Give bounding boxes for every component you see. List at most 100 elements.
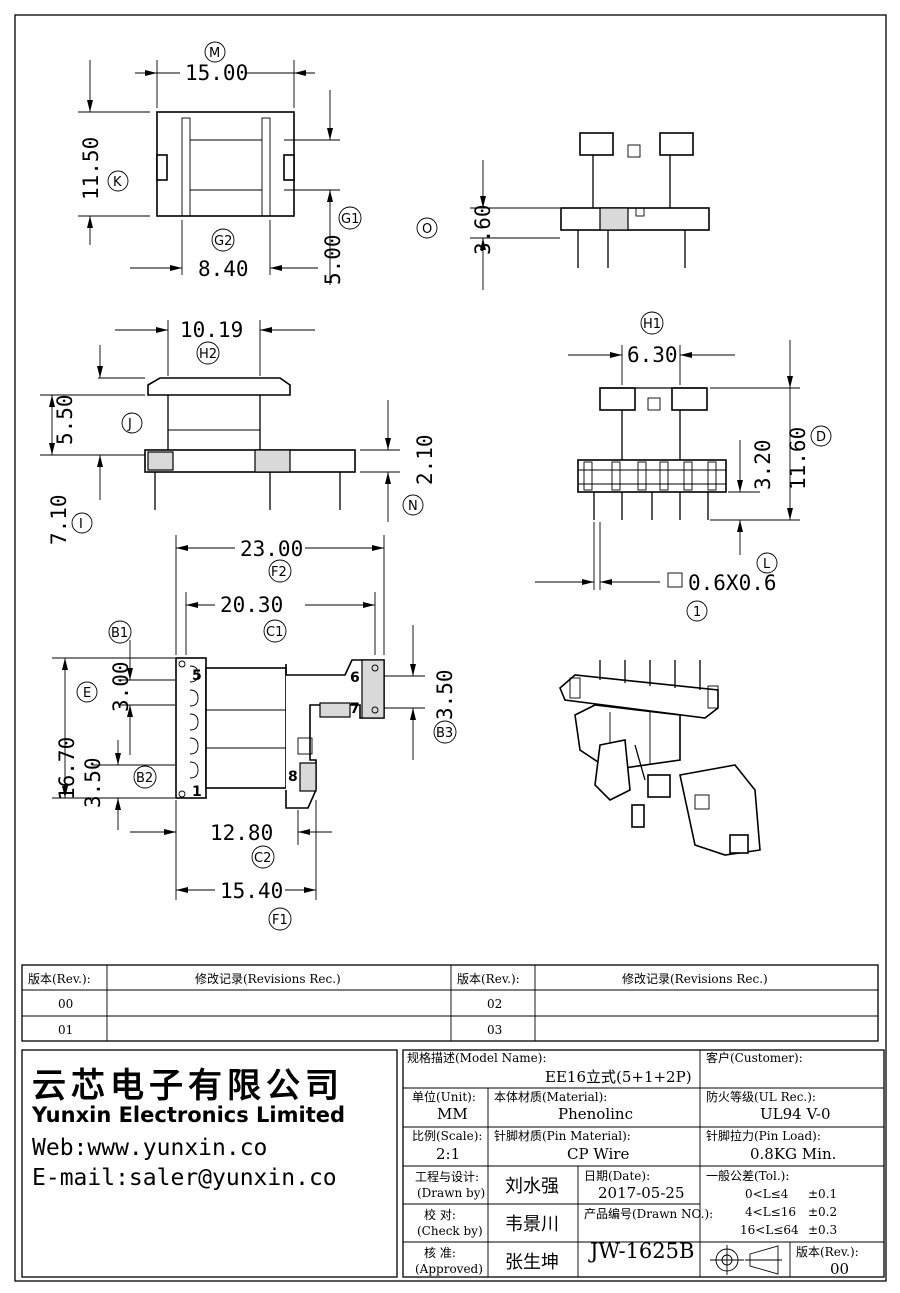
- date-value: 2017-05-25: [598, 1184, 684, 1202]
- dim-h1-value: 6.30: [627, 343, 678, 367]
- unit-value: MM: [437, 1105, 468, 1123]
- pin-material-value: CP Wire: [567, 1145, 629, 1163]
- bottom-view: 5 1 6 7 8 23.00 20.30 16.70 3.00: [52, 535, 457, 903]
- dim-f1-value: 15.40: [220, 879, 283, 903]
- isometric-view: [559, 660, 761, 856]
- dim-o-value: 3.60: [471, 204, 495, 255]
- pin-5: 5: [192, 668, 202, 684]
- dim-g1-value: 5.00: [321, 234, 345, 285]
- label-d: D: [816, 430, 826, 445]
- approved-label-cn: 核 准:: [424, 1246, 456, 1260]
- company-email: E-mail:saler@yunxin.co: [32, 1165, 337, 1191]
- top-view: 15.00 11.50 5.00 8.40: [78, 60, 345, 285]
- dim-m-value: 15.00: [185, 61, 248, 85]
- label-g1: G1: [341, 212, 359, 227]
- approved-by-value: 张生坤: [505, 1252, 559, 1273]
- pin-8: 8: [288, 769, 298, 785]
- projection-symbol-icon: [710, 1245, 782, 1275]
- drawn-label-cn: 工程与设计:: [415, 1169, 479, 1184]
- pin-6: 6: [350, 670, 360, 686]
- dim-n-value: 2.10: [413, 434, 437, 485]
- rec-head-right: 修改记录(Revisions Rec.): [622, 971, 768, 986]
- rev-row-0-left: 00: [58, 997, 73, 1011]
- label-b1: B1: [111, 626, 128, 641]
- unit-label: 单位(Unit):: [412, 1089, 476, 1104]
- pin-load-value: 0.8KG Min.: [750, 1145, 836, 1163]
- label-j: J: [127, 417, 132, 432]
- company-web: Web:www.yunxin.co: [32, 1135, 267, 1161]
- label-c1: C1: [266, 625, 283, 640]
- rev-head-left: 版本(Rev.):: [28, 972, 91, 986]
- dim-j-value: 5.50: [53, 394, 77, 445]
- rev-row-1-left: 01: [58, 1023, 73, 1037]
- pin-7: 7: [350, 701, 360, 717]
- label-b3: B3: [436, 726, 453, 741]
- scale-value: 2:1: [436, 1145, 460, 1163]
- rev-row-1-right: 03: [487, 1023, 502, 1037]
- label-e: E: [83, 686, 91, 701]
- ul-value: UL94 V-0: [760, 1105, 831, 1123]
- dim-c1-value: 20.30: [220, 593, 283, 617]
- tol-range-1: 4<L≤16: [745, 1205, 796, 1219]
- label-l: L: [763, 557, 771, 572]
- rec-head-left: 修改记录(Revisions Rec.): [195, 971, 341, 986]
- dim-b3-value: 3.50: [433, 669, 457, 720]
- rev-label: 版本(Rev.):: [796, 1245, 859, 1259]
- drawn-no-label: 产品编号(Drawn NO.):: [584, 1206, 713, 1221]
- dim-b2-value: 3.50: [81, 757, 105, 808]
- label-i: I: [79, 517, 83, 532]
- side-view-o: 3.60: [470, 132, 710, 290]
- tol-value-2: ±0.3: [808, 1223, 837, 1237]
- dim-e-value: 3.00: [109, 661, 133, 712]
- date-label: 日期(Date):: [584, 1169, 650, 1183]
- side-view-h1: 6.30 11.60 3.20 0.6X0.6: [535, 340, 810, 595]
- label-g2: G2: [214, 234, 232, 249]
- check-by-value: 韦景川: [505, 1214, 559, 1235]
- tol-range-0: 0<L≤4: [745, 1187, 789, 1201]
- scale-label: 比例(Scale):: [412, 1129, 482, 1143]
- check-label-en: (Check by): [417, 1224, 483, 1238]
- drawing-border: [14, 14, 887, 1282]
- dim-g2-value: 8.40: [198, 257, 249, 281]
- company-block: 云芯电子有限公司 Yunxin Electronics Limited Web:…: [21, 1049, 398, 1278]
- ul-label: 防火等级(UL Rec.):: [706, 1089, 816, 1104]
- company-name-cn: 云芯电子有限公司: [32, 1066, 344, 1106]
- tol-value-1: ±0.2: [808, 1205, 837, 1219]
- dim-l-value: 0.6X0.6: [688, 571, 777, 595]
- rev-value: 00: [830, 1260, 849, 1278]
- dim-d-sub-value: 3.20: [751, 439, 775, 490]
- label-c2: C2: [254, 851, 271, 866]
- drawn-label-en: (Drawn by): [417, 1186, 485, 1200]
- company-name-en: Yunxin Electronics Limited: [31, 1103, 345, 1127]
- label-f1: F1: [272, 913, 288, 928]
- label-o: O: [422, 222, 432, 237]
- pin-material-label: 针脚材质(Pin Material):: [494, 1128, 631, 1143]
- front-view-h2: 10.19 5.50 7.10 2.10: [40, 318, 437, 545]
- rev-head-right: 版本(Rev.):: [457, 972, 520, 986]
- customer-label: 客户(Customer):: [706, 1050, 803, 1065]
- title-block: 规格描述(Model Name): EE16立式(5+1+2P) 客户(Cust…: [402, 1049, 885, 1278]
- dim-h2-value: 10.19: [180, 318, 243, 342]
- rev-row-0-right: 02: [487, 997, 502, 1011]
- label-n: N: [408, 499, 418, 514]
- approved-label-en: (Approved): [415, 1262, 483, 1276]
- label-b2: B2: [136, 771, 153, 786]
- label-one: 1: [693, 605, 701, 620]
- label-f2: F2: [271, 565, 287, 580]
- check-label-cn: 校 对:: [424, 1207, 456, 1222]
- dim-d-value: 11.60: [786, 427, 810, 490]
- tol-label: 一般公差(Tol.):: [706, 1168, 789, 1183]
- pin-1: 1: [192, 784, 202, 800]
- material-value: Phenolinc: [558, 1105, 633, 1123]
- label-h2: H2: [199, 347, 217, 362]
- dim-f2-value: 23.00: [240, 537, 303, 561]
- tol-value-0: ±0.1: [808, 1187, 837, 1201]
- material-label: 本体材质(Material):: [494, 1090, 607, 1104]
- drawn-by-value: 刘水强: [505, 1176, 559, 1197]
- label-h1: H1: [643, 317, 661, 332]
- model-label: 规格描述(Model Name):: [407, 1050, 547, 1065]
- tol-range-2: 16<L≤64: [740, 1223, 799, 1237]
- dim-k-value: 11.50: [79, 137, 103, 200]
- label-k: K: [113, 175, 122, 190]
